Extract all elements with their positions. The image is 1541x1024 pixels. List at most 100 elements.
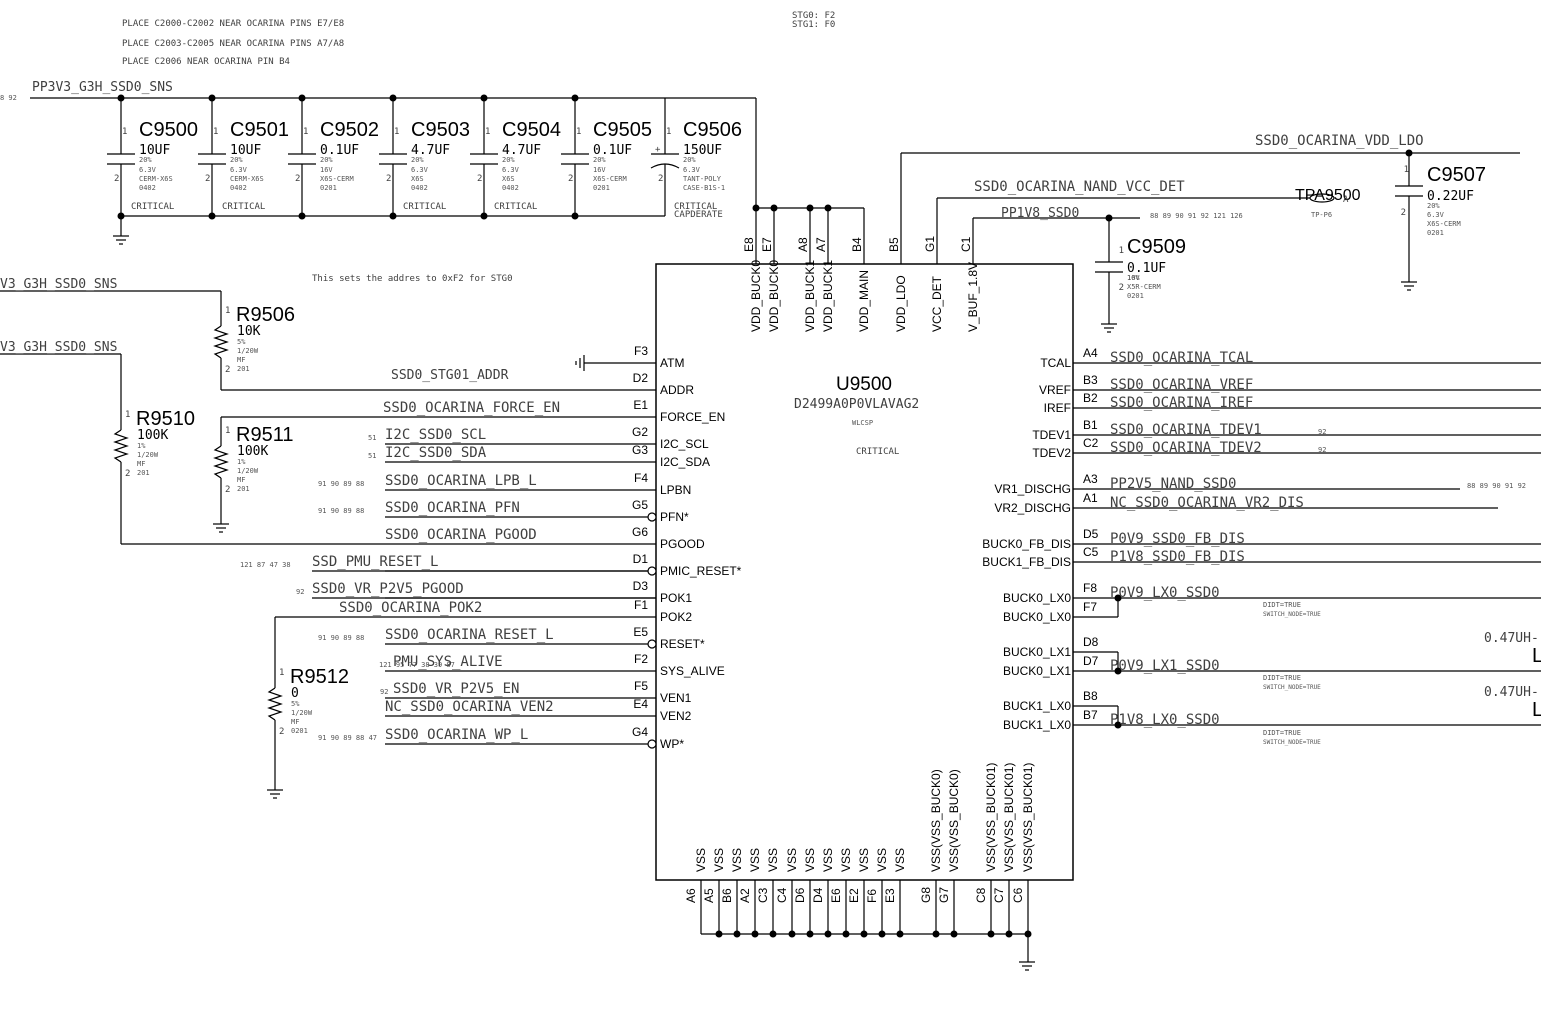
cap-ref: C9507 — [1427, 164, 1486, 186]
cap-dielectric: X6S-CERM — [1427, 220, 1461, 228]
right-pin-number: D5 — [1083, 527, 1099, 541]
ic-part-number: D2499A0P0VLAVAG2 — [794, 397, 919, 412]
bottom-pin-number: C3 — [756, 887, 770, 903]
left-pin-number: G3 — [632, 443, 648, 457]
ic-critical: CRITICAL — [856, 447, 899, 457]
cap-dielectric: TANT-POLY — [683, 175, 722, 183]
resistor-package: 201 — [137, 469, 150, 477]
resistor-power: 1/20W — [291, 709, 313, 717]
bottom-pin-number: C6 — [1011, 887, 1025, 903]
left-pin-number: F3 — [634, 344, 648, 358]
net-pp1v8: PP1V8_SSD0 — [1001, 206, 1079, 221]
right-net-label: SSD0_OCARINA_VREF — [1110, 377, 1253, 393]
cap-tolerance: 20% — [139, 156, 152, 164]
junction-dot — [788, 930, 796, 938]
cap-voltage: 6.3V — [502, 166, 520, 174]
left-pin-number: F5 — [634, 679, 648, 693]
cap-tolerance: 10% — [1127, 274, 1140, 282]
cap-pin1-num: 1 — [213, 127, 218, 137]
cap-tolerance: 20% — [320, 156, 333, 164]
net-rail-top: PP3V3_G3H_SSD0_SNS — [32, 80, 173, 95]
left-pin-name: LPBN — [660, 483, 691, 497]
cap-value: 0.1UF — [1127, 261, 1166, 276]
resistor-value: 10K — [237, 324, 261, 339]
top-pin-name: VDD_BUCK0 — [749, 260, 763, 332]
junction-dot — [932, 930, 940, 938]
resistor-tolerance: 1% — [237, 458, 246, 466]
top-pin-number: A7 — [814, 237, 828, 252]
cap-package: 0402 — [502, 184, 519, 192]
right-pin-number: A4 — [1083, 346, 1098, 360]
cap-ref: C9503 — [411, 119, 470, 141]
left-net-label: SSD0_OCARINA_WP_L — [385, 727, 528, 743]
resistor-power: 1/20W — [237, 467, 259, 475]
resistor-ref: R9511 — [236, 424, 293, 446]
cap-polarity-mark: + — [655, 145, 661, 155]
cap-pin2-num: 2 — [658, 174, 663, 184]
cap-value: 0.1UF — [593, 143, 632, 158]
bottom-pin-name: VSS — [803, 848, 817, 872]
cap-voltage: 6.3V — [411, 166, 429, 174]
right-pin-number: A3 — [1083, 472, 1098, 486]
bottom-pin-number: A6 — [684, 888, 698, 903]
left-net-refs: 92 — [380, 688, 388, 696]
cap-dielectric: X6S — [411, 175, 424, 183]
cap-pin2-num: 2 — [1119, 283, 1124, 293]
resistor-pin2-num: 2 — [225, 365, 230, 375]
cap-note: CRITICAL — [131, 202, 174, 212]
cap-voltage: 6.3V — [139, 166, 157, 174]
net-stg01-addr-label: SSD0_STG01_ADDR — [391, 368, 509, 383]
right-pin-number: C5 — [1083, 545, 1099, 559]
right-net-label: PP2V5_NAND_SSD0 — [1110, 476, 1236, 492]
bottom-pin-name: VSS — [694, 848, 708, 872]
left-net-refs: 91 90 89 88 47 — [318, 734, 377, 742]
bottom-pin-name: VSS — [893, 848, 907, 872]
cap-note: CRITICAL — [222, 202, 265, 212]
left-pin-name: POK2 — [660, 610, 692, 624]
cap-dielectric: X6S-CERM — [593, 175, 627, 183]
resistor-value: 0 — [291, 686, 299, 701]
bottom-pin-name: VSS — [875, 848, 889, 872]
left-net-refs: 91 90 89 88 — [318, 480, 364, 488]
svg-text:SWITCH_NODE=TRUE: SWITCH_NODE=TRUE — [1263, 739, 1321, 746]
left-pin-number: E1 — [633, 398, 648, 412]
left-pin-number: F2 — [634, 652, 648, 666]
top-pin-name: V_BUF_1.8V — [966, 262, 980, 332]
top-pin-name: VCC_DET — [930, 275, 944, 332]
junction-dot — [806, 930, 814, 938]
cap-dielectric: X6S-CERM — [320, 175, 354, 183]
bottom-pin-number: G7 — [937, 887, 951, 903]
bottom-pin-name: VSS — [730, 848, 744, 872]
active-low-bubble — [647, 566, 657, 576]
cap-dielectric: CERM-X6S — [139, 175, 173, 183]
wires — [0, 97, 1541, 971]
right-pin-name: VREF — [1039, 383, 1071, 397]
left-net-refs: 51 — [368, 452, 376, 460]
top-pin-number: E8 — [742, 237, 756, 252]
junction-dot — [769, 930, 777, 938]
svg-text:SWITCH_NODE=TRUE: SWITCH_NODE=TRUE — [1263, 684, 1321, 691]
left-pin-name: SYS_ALIVE — [660, 664, 725, 678]
cap-package: 0201 — [1127, 292, 1144, 300]
bottom-pin-name: VSS — [748, 848, 762, 872]
net-rail-left-1: V3_G3H_SSD0_SNS — [0, 277, 117, 292]
bottom-pin-name: VSS — [821, 848, 835, 872]
left-net-refs: 91 90 89 88 — [318, 634, 364, 642]
bottom-pin-name: VSS(VSS_BUCK01) — [1002, 763, 1016, 872]
cap-value: 4.7UF — [502, 143, 541, 158]
bottom-pin-name: VSS(VSS_BUCK0) — [929, 769, 943, 872]
top-pin-number: A8 — [796, 237, 810, 252]
left-pin-name: VEN2 — [660, 709, 692, 723]
junction-dot — [878, 930, 886, 938]
top-pin-number: B4 — [850, 237, 864, 252]
left-net-label: PMU_SYS_ALIVE — [393, 654, 503, 670]
cap-voltage: 16V — [320, 166, 333, 174]
ic-package: WLCSP — [852, 419, 873, 427]
bottom-pin-number: C8 — [974, 887, 988, 903]
resistor-ref: R9506 — [236, 304, 295, 326]
net-top-refs: 8 92 — [0, 94, 17, 102]
capacitor-plates — [107, 153, 1423, 273]
cap-dielectric: X6S — [502, 175, 515, 183]
left-pin-number: G6 — [632, 525, 648, 539]
